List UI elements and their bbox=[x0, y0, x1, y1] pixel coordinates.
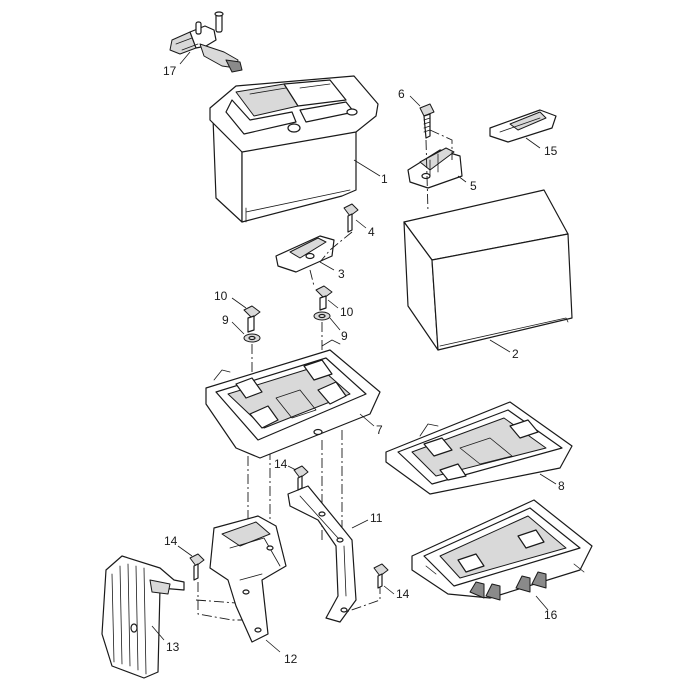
callout-1: 1 bbox=[381, 172, 388, 186]
part-7-battery-tray bbox=[205, 339, 381, 459]
part-14-bolt-center bbox=[287, 465, 309, 491]
callout-10-left: 10 bbox=[214, 289, 228, 303]
callout-9-left: 9 bbox=[222, 313, 229, 327]
callout-5: 5 bbox=[470, 179, 477, 193]
part-10-bolt-right bbox=[315, 285, 339, 311]
part-15-bracket bbox=[489, 109, 557, 149]
part-14-bolt-right bbox=[373, 563, 395, 595]
callout-11: 11 bbox=[370, 511, 383, 525]
part-5-hold-down-clamp bbox=[407, 147, 467, 189]
callout-3: 3 bbox=[338, 267, 345, 281]
callout-2: 2 bbox=[512, 347, 519, 361]
callout-10-right: 10 bbox=[340, 305, 354, 319]
callout-16: 16 bbox=[544, 608, 558, 622]
part-11-support-bracket bbox=[287, 485, 369, 623]
part-8-battery-tray bbox=[385, 401, 573, 495]
callout-15: 15 bbox=[544, 144, 558, 158]
callout-13: 13 bbox=[166, 640, 180, 654]
part-13-heat-shield bbox=[101, 555, 185, 679]
part-3-clamp-plate bbox=[275, 235, 335, 273]
part-1-battery bbox=[209, 75, 381, 223]
part-14-bolt-left bbox=[177, 545, 205, 581]
part-2-battery-cover bbox=[403, 189, 573, 353]
callout-12: 12 bbox=[284, 652, 298, 666]
part-4-bolt bbox=[343, 203, 367, 233]
part-6-bolt bbox=[409, 95, 435, 139]
callout-labels: 17 1 6 15 5 4 3 2 10 10 9 9 7 8 14 11 14… bbox=[163, 64, 565, 666]
part-16-battery-tray bbox=[411, 499, 593, 611]
callout-14-left: 14 bbox=[164, 534, 178, 548]
part-17-terminal-clamp bbox=[169, 11, 243, 73]
part-12-lower-bracket bbox=[209, 515, 287, 653]
callout-8: 8 bbox=[558, 479, 565, 493]
callout-9-right: 9 bbox=[341, 329, 348, 343]
callout-14-right: 14 bbox=[396, 587, 410, 601]
part-9-washer-left bbox=[231, 321, 261, 343]
callout-6: 6 bbox=[398, 87, 405, 101]
callout-7: 7 bbox=[376, 423, 383, 437]
callout-14-center: 14 bbox=[274, 457, 288, 471]
callout-4: 4 bbox=[368, 225, 375, 239]
part-10-bolt-left bbox=[231, 297, 261, 333]
part-9-washer-right bbox=[313, 311, 341, 331]
callout-17: 17 bbox=[163, 64, 177, 78]
